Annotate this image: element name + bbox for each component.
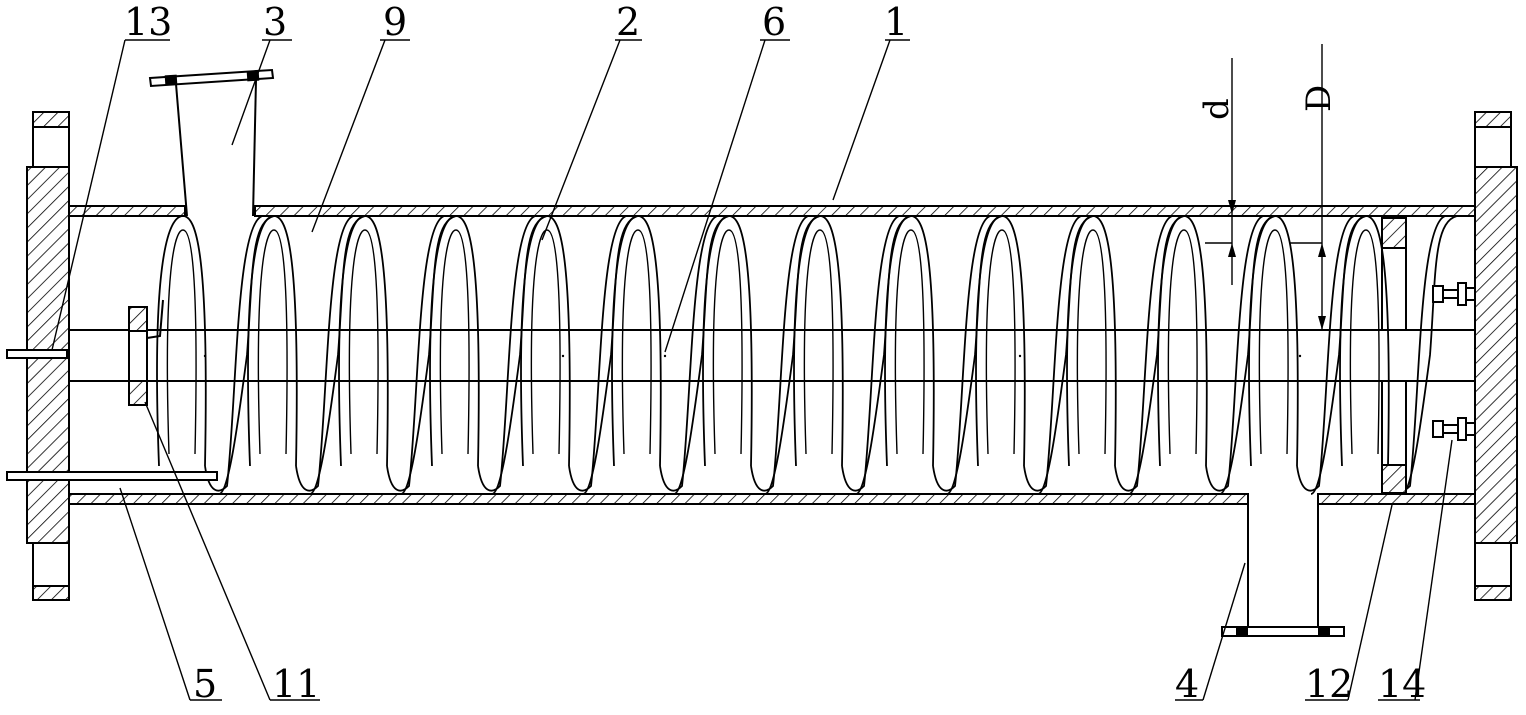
coil-turn [611, 215, 662, 467]
coil-turn [1205, 215, 1264, 492]
coil-turn [793, 215, 844, 467]
coil-turn [491, 215, 548, 495]
label-2: 2 [616, 0, 640, 44]
leader-lines [51, 39, 1453, 701]
valve-upper [1432, 282, 1476, 306]
coil-turn [1023, 215, 1082, 492]
coil-turn [1219, 215, 1276, 495]
coil-turn [348, 229, 379, 455]
coil-turn [1258, 229, 1289, 455]
coil-turn [712, 229, 743, 455]
outlet-pipe [1221, 504, 1345, 637]
right-flange [1474, 111, 1518, 601]
coil-turn [750, 215, 809, 492]
coil-turn [841, 215, 900, 492]
coil-turn [1296, 215, 1355, 492]
coil-turn [166, 229, 197, 455]
coil-turn [429, 215, 480, 467]
coil-turn [855, 215, 912, 495]
coil-turn [1037, 215, 1094, 495]
inlet-pipe [148, 68, 275, 217]
label-12: 12 [1305, 662, 1353, 706]
label-4: 4 [1175, 662, 1199, 706]
coil-turn [621, 229, 652, 455]
coil-turn [764, 215, 821, 495]
coil-turn [985, 229, 1016, 455]
coil-turn [530, 229, 561, 455]
outer-shell [68, 205, 1476, 505]
coil-turn [1310, 215, 1367, 495]
label-11: 11 [272, 662, 320, 706]
dimension-label-d: d [1197, 98, 1237, 120]
coil-turn [803, 229, 834, 455]
coil-turn [1076, 229, 1107, 455]
helical-coil [156, 215, 1458, 495]
coil-turn [520, 215, 571, 467]
coil-turn [659, 215, 718, 492]
coil-turn [932, 215, 991, 492]
central-shaft [69, 329, 1475, 382]
coil-turn [204, 215, 263, 492]
coil-turn [946, 215, 1003, 495]
coil-turn [338, 215, 389, 467]
dimension-D: D [1290, 44, 1339, 330]
coil-turn [702, 215, 753, 467]
coil-turn [673, 215, 730, 495]
valve-fittings [1432, 282, 1476, 441]
coil-turn [218, 215, 275, 495]
coil-turn [1167, 229, 1198, 455]
dimension-d: d [1197, 58, 1237, 285]
coil-turn [156, 215, 207, 467]
coil-turn [477, 215, 536, 492]
coil-turn [975, 215, 1026, 467]
label-1: 1 [884, 0, 908, 44]
coil-turn [894, 229, 925, 455]
coil-turn [386, 215, 445, 492]
coil-turn [439, 229, 470, 455]
coil-turn [884, 215, 935, 467]
part-labels: 13 3 9 2 6 1 5 11 4 12 14 [124, 0, 1426, 706]
baffle-plate-left [128, 299, 164, 406]
coil-turn [1248, 215, 1299, 467]
coil-turn [582, 215, 639, 495]
coil-turn [1349, 229, 1380, 455]
label-6: 6 [762, 0, 786, 44]
coil-turn [568, 215, 627, 492]
label-13: 13 [124, 0, 172, 44]
coil-turn [309, 215, 366, 495]
dimension-label-D: D [1299, 85, 1339, 112]
label-3: 3 [263, 0, 287, 44]
coil-turn [1339, 215, 1390, 467]
label-9: 9 [383, 0, 407, 44]
left-rods [6, 349, 218, 481]
coil-turn [1066, 215, 1117, 467]
valve-lower [1432, 417, 1476, 441]
label-5: 5 [193, 662, 217, 706]
support-plate-right [1381, 217, 1407, 494]
coil-turn [295, 215, 354, 492]
coil-turn [400, 215, 457, 495]
coil-turn [247, 215, 298, 467]
coil-turn [1401, 215, 1458, 495]
coil-turn [1128, 215, 1185, 495]
label-14: 14 [1378, 662, 1426, 706]
coil-turn [257, 229, 288, 455]
coil-turn [1157, 215, 1208, 467]
coil-turn [1114, 215, 1173, 492]
